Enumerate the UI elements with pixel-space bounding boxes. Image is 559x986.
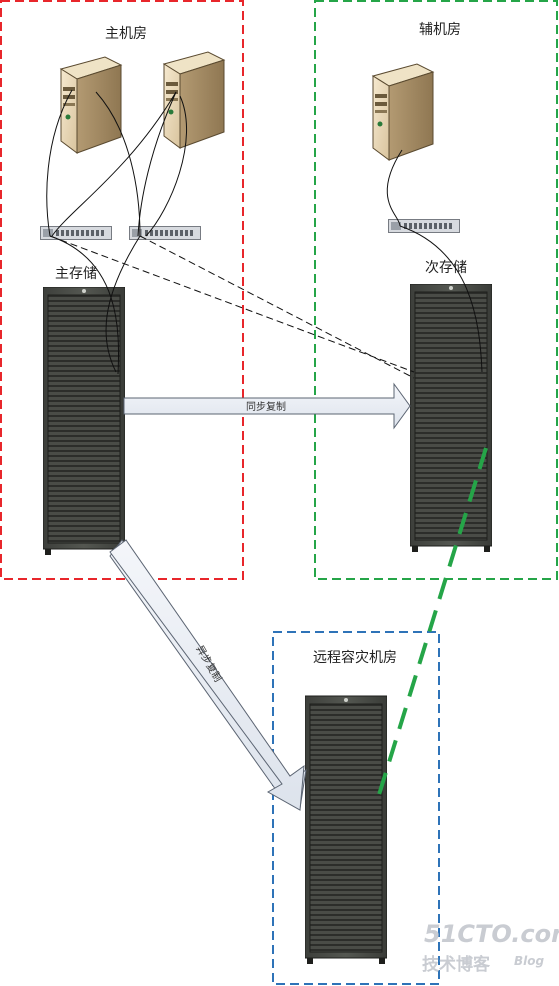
primary-room-frame [0, 0, 244, 580]
switch-icon [40, 226, 112, 240]
storage-rack-icon [410, 284, 492, 552]
site-watermark: 51CTO.com 技术博客 Blog [422, 920, 559, 975]
primary-storage-label: 主存储 [55, 266, 97, 282]
secondary-storage-label: 次存储 [425, 260, 467, 276]
sync-replication-arrow [123, 382, 411, 430]
secondary-remote-link [376, 447, 488, 799]
server-icon [60, 56, 122, 154]
remote-room-frame [272, 631, 440, 985]
async-replication-arrow-body [109, 539, 305, 811]
switch-storage-cables [49, 91, 483, 375]
server-icon [372, 63, 434, 161]
storage-rack-icon [43, 287, 125, 555]
sync-replication-label: 同步复制 [246, 400, 286, 413]
primary-room-label: 主机房 [105, 26, 147, 42]
storage-rack-icon [305, 695, 387, 965]
watermark-site: 51CTO.com [424, 920, 559, 948]
server-switch-cables [46, 89, 403, 237]
secondary-room-frame [314, 0, 558, 580]
cross-site-links [49, 235, 415, 379]
watermark-blog: Blog [514, 954, 545, 968]
secondary-room-label: 辅机房 [419, 22, 461, 38]
switch-icon [387, 219, 461, 233]
remote-room-label: 远程容灾机房 [313, 649, 397, 666]
watermark-subtitle: 技术博客 [422, 954, 491, 975]
